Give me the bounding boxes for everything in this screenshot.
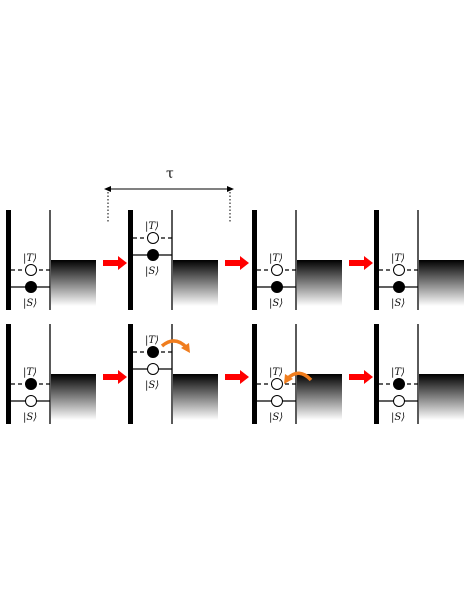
- barrier-wall: [252, 324, 257, 424]
- triplet-label: |T⟩: [145, 221, 159, 232]
- triplet-label: |T⟩: [269, 253, 283, 264]
- panel: |T⟩ |S⟩: [128, 324, 249, 424]
- panels: |T⟩|S⟩|T⟩|S⟩|T⟩|S⟩|T⟩|S⟩|T⟩|S⟩|T⟩|S⟩|T⟩|…: [6, 210, 464, 424]
- panel: |T⟩ |S⟩: [374, 324, 464, 424]
- triplet-label: |T⟩: [391, 253, 405, 264]
- tau-arrowhead-right: [227, 186, 234, 192]
- triplet-label: |T⟩: [145, 335, 159, 346]
- panel: |T⟩ |S⟩: [128, 210, 249, 310]
- barrier-wall: [6, 324, 11, 424]
- triplet-electron: [393, 378, 405, 390]
- tau-label: τ: [166, 166, 174, 182]
- barrier-wall: [128, 324, 133, 424]
- reservoir: [51, 374, 96, 420]
- barrier-wall: [374, 324, 379, 424]
- reservoir: [297, 260, 342, 306]
- singlet-label: |S⟩: [23, 412, 37, 423]
- singlet-electron: [147, 249, 159, 261]
- triplet-label: |T⟩: [391, 367, 405, 378]
- singlet-label: |S⟩: [391, 298, 405, 309]
- step-arrow: [103, 256, 127, 270]
- panel: |T⟩ |S⟩: [374, 210, 464, 310]
- step-arrow: [103, 370, 127, 384]
- singlet-empty-state: [393, 395, 405, 407]
- singlet-label: |S⟩: [391, 412, 405, 423]
- singlet-empty-state: [25, 395, 37, 407]
- triplet-empty-state: [271, 264, 283, 276]
- triplet-label: |T⟩: [269, 367, 283, 378]
- triplet-label: |T⟩: [23, 367, 37, 378]
- triplet-empty-state: [147, 232, 159, 244]
- barrier-wall: [252, 210, 257, 310]
- step-arrow: [225, 370, 249, 384]
- singlet-label: |S⟩: [145, 266, 159, 277]
- panel: |T⟩ |S⟩: [6, 210, 127, 310]
- triplet-empty-state: [271, 378, 283, 390]
- singlet-empty-state: [271, 395, 283, 407]
- step-arrow: [349, 256, 373, 270]
- barrier-wall: [6, 210, 11, 310]
- barrier-wall: [128, 210, 133, 310]
- singlet-label: |S⟩: [269, 412, 283, 423]
- singlet-label: |S⟩: [269, 298, 283, 309]
- singlet-empty-state: [147, 363, 159, 375]
- reservoir: [51, 260, 96, 306]
- reservoir: [297, 374, 342, 420]
- singlet-label: |S⟩: [23, 298, 37, 309]
- reservoir: [173, 374, 218, 420]
- barrier-wall: [374, 210, 379, 310]
- tunnel-in-arrowhead: [284, 374, 293, 384]
- tau-interval: τ: [104, 166, 234, 222]
- singlet-electron: [25, 281, 37, 293]
- tunnel-out-arrowhead: [181, 343, 190, 353]
- reservoir: [173, 260, 218, 306]
- triplet-electron: [25, 378, 37, 390]
- tau-arrowhead-left: [104, 186, 111, 192]
- bottom-row: |T⟩ |S⟩ |T⟩ |S⟩ |T⟩ |S⟩ |T⟩ |S⟩: [6, 324, 464, 424]
- panel: |T⟩ |S⟩: [252, 324, 373, 424]
- singlet-electron: [393, 281, 405, 293]
- triplet-empty-state: [25, 264, 37, 276]
- step-arrow: [349, 370, 373, 384]
- triplet-empty-state: [393, 264, 405, 276]
- reservoir: [419, 260, 464, 306]
- singlet-label: |S⟩: [145, 380, 159, 391]
- top-row: |T⟩ |S⟩ |T⟩ |S⟩ |T⟩ |S⟩ |T⟩ |S⟩: [6, 210, 464, 310]
- singlet-electron: [271, 281, 283, 293]
- panel: |T⟩ |S⟩: [6, 324, 127, 424]
- triplet-electron: [147, 346, 159, 358]
- reservoir: [419, 374, 464, 420]
- panel: |T⟩ |S⟩: [252, 210, 373, 310]
- step-arrow: [225, 256, 249, 270]
- triplet-label: |T⟩: [23, 253, 37, 264]
